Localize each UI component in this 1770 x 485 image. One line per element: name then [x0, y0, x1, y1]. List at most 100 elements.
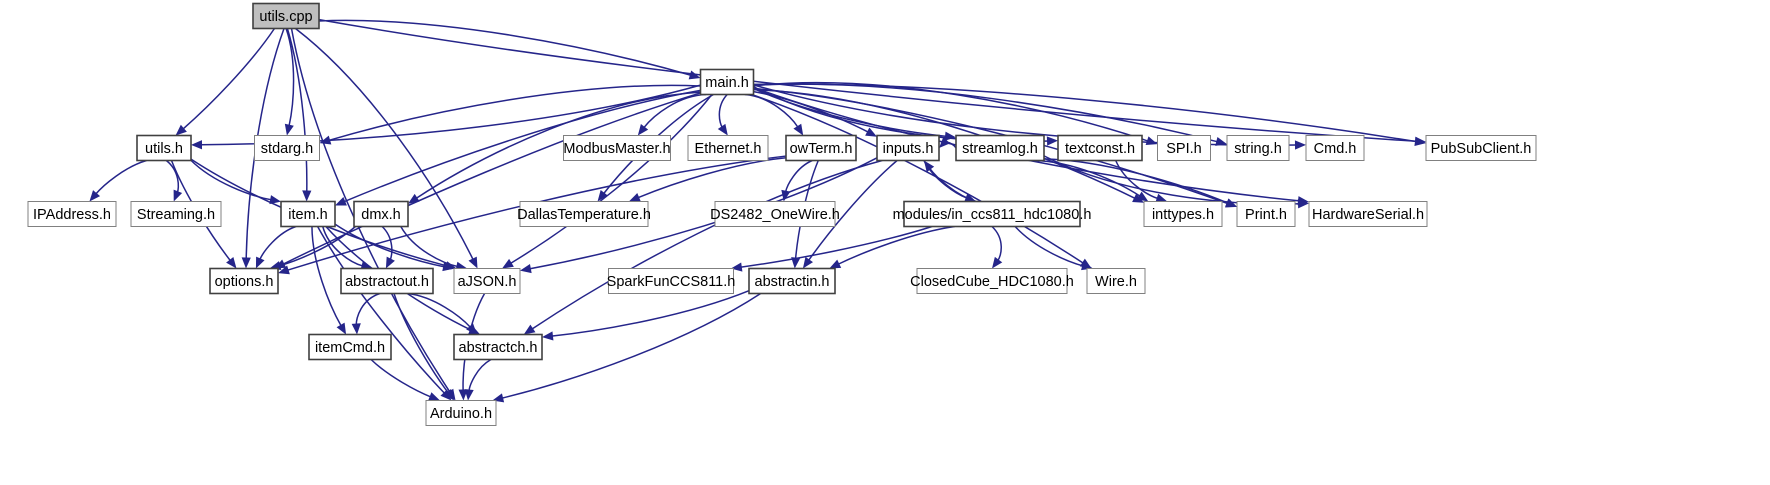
graph-node-HardwareSerial-h[interactable]: HardwareSerial.h — [1308, 201, 1428, 227]
edge-arrowhead — [1155, 193, 1168, 203]
dependency-edge — [282, 92, 701, 265]
node-box[interactable] — [608, 268, 734, 294]
graph-node-abstractout-h[interactable]: abstractout.h — [340, 267, 434, 295]
node-box[interactable] — [876, 134, 940, 162]
graph-node-stdarg-h[interactable]: stdarg.h — [254, 135, 320, 161]
graph-node-aJSON-h[interactable]: aJSON.h — [453, 268, 521, 294]
graph-node-main-h[interactable]: main.h — [699, 68, 755, 96]
graph-node-in-ccs811-hdc1080-h[interactable]: modules/in_ccs811_hdc1080.h — [893, 200, 1092, 228]
edge-arrowhead — [923, 160, 935, 173]
node-box[interactable] — [714, 201, 836, 227]
dependency-edge — [468, 358, 492, 392]
node-box[interactable] — [1226, 135, 1290, 161]
node-box[interactable] — [308, 333, 392, 361]
graph-node-itemCmd-h[interactable]: itemCmd.h — [308, 333, 392, 361]
dependency-edge — [343, 89, 701, 203]
node-box[interactable] — [1086, 268, 1146, 294]
edge-arrowhead — [542, 331, 554, 341]
graph-node-options-h[interactable]: options.h — [209, 267, 279, 295]
node-box[interactable] — [280, 200, 336, 228]
graph-node-string-h[interactable]: string.h — [1226, 135, 1290, 161]
graph-node-SPI-h[interactable]: SPI.h — [1157, 135, 1211, 161]
graph-node-Print-h[interactable]: Print.h — [1236, 201, 1296, 227]
graph-node-dmx-h[interactable]: dmx.h — [353, 200, 409, 228]
node-box[interactable] — [563, 135, 671, 161]
graph-node-Cmd-h[interactable]: Cmd.h — [1305, 135, 1365, 161]
graph-node-utils-h[interactable]: utils.h — [136, 134, 192, 162]
dependency-edge — [318, 18, 1417, 143]
dependency-edge — [295, 27, 474, 261]
graph-node-SparkFunCCS811-h[interactable]: SparkFunCCS811.h — [607, 268, 736, 294]
dependency-edge — [355, 292, 381, 326]
dependency-edge — [991, 225, 1002, 262]
node-box[interactable] — [27, 201, 117, 227]
edge-arrowhead — [865, 127, 877, 137]
graph-node-Streaming-h[interactable]: Streaming.h — [130, 201, 222, 227]
graph-node-Ethernet-h[interactable]: Ethernet.h — [687, 135, 769, 161]
node-box[interactable] — [903, 200, 1081, 228]
graph-node-streamlog-h[interactable]: streamlog.h — [955, 134, 1045, 162]
graph-node-ClosedCube-HDC1080-h[interactable]: ClosedCube_HDC1080.h — [910, 268, 1074, 294]
dependency-edge — [165, 159, 180, 193]
graph-node-DallasTemperature-h[interactable]: DallasTemperature.h — [517, 201, 651, 227]
edge-arrowhead — [730, 262, 743, 272]
graph-node-inttypes-h[interactable]: inttypes.h — [1143, 201, 1223, 227]
edge-arrowhead — [637, 123, 649, 136]
dependency-edge — [744, 93, 799, 128]
graph-node-textconst-h[interactable]: textconst.h — [1057, 134, 1143, 162]
node-box[interactable] — [1236, 201, 1296, 227]
edge-arrowhead — [829, 259, 842, 269]
node-box[interactable] — [254, 135, 320, 161]
edge-arrowhead — [802, 256, 813, 269]
node-box[interactable] — [1425, 135, 1537, 161]
node-box[interactable] — [955, 134, 1045, 162]
dependency-edge — [551, 289, 750, 337]
node-box[interactable] — [1057, 134, 1143, 162]
node-box[interactable] — [1157, 135, 1211, 161]
edge-arrowhead — [385, 256, 395, 269]
graph-node-DS2482-OneWire-h[interactable]: DS2482_OneWire.h — [710, 201, 840, 227]
dependency-edge — [928, 167, 977, 203]
graph-node-ModbusMaster-h[interactable]: ModbusMaster.h — [563, 135, 671, 161]
node-box[interactable] — [425, 400, 497, 426]
edge-arrowhead — [442, 262, 454, 272]
dependency-edge — [259, 225, 297, 261]
node-box[interactable] — [252, 2, 320, 30]
edge-arrowhead — [1145, 136, 1158, 146]
graph-node-IPAddress-h[interactable]: IPAddress.h — [27, 201, 117, 227]
node-box[interactable] — [1305, 135, 1365, 161]
node-box[interactable] — [519, 201, 649, 227]
node-box[interactable] — [785, 134, 857, 162]
graph-node-utils-cpp[interactable]: utils.cpp — [252, 2, 320, 30]
graph-node-abstractin-h[interactable]: abstractin.h — [748, 267, 836, 295]
node-box[interactable] — [1143, 201, 1223, 227]
node-box[interactable] — [353, 200, 409, 228]
edge-arrowhead — [319, 135, 332, 145]
node-box[interactable] — [130, 201, 222, 227]
node-box[interactable] — [699, 68, 755, 96]
node-box[interactable] — [340, 267, 434, 295]
node-box[interactable] — [453, 333, 543, 361]
node-box[interactable] — [687, 135, 769, 161]
node-box[interactable] — [916, 268, 1068, 294]
node-box[interactable] — [748, 267, 836, 295]
edge-arrowhead — [241, 257, 251, 269]
graph-node-abstractch-h[interactable]: abstractch.h — [453, 333, 543, 361]
dependency-edge — [509, 94, 713, 265]
dependency-edge — [322, 226, 364, 267]
node-box[interactable] — [209, 267, 279, 295]
node-box[interactable] — [453, 268, 521, 294]
graph-node-item-h[interactable]: item.h — [280, 200, 336, 228]
edge-arrowhead — [443, 388, 454, 401]
graph-node-owTerm-h[interactable]: owTerm.h — [785, 134, 857, 162]
dependency-edge — [643, 93, 707, 129]
graph-node-inputs-h[interactable]: inputs.h — [876, 134, 940, 162]
dependency-edge — [1034, 159, 1141, 197]
graph-node-PubSubClient-h[interactable]: PubSubClient.h — [1425, 135, 1537, 161]
graph-node-Wire-h[interactable]: Wire.h — [1086, 268, 1146, 294]
graph-node-Arduino-h[interactable]: Arduino.h — [425, 400, 497, 426]
node-box[interactable] — [136, 134, 192, 162]
dependency-edge — [718, 93, 728, 129]
node-box[interactable] — [1308, 201, 1428, 227]
